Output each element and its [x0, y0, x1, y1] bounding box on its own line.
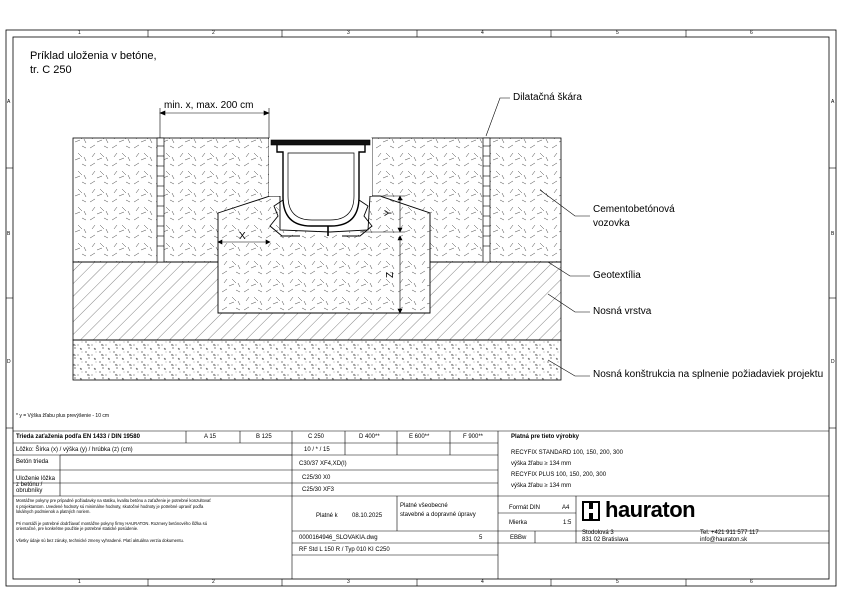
row-concrete-value: C30/37 XF4,XD(I): [299, 461, 347, 467]
row-bed-label: Lôžko: Šírka (x) / výška (y) / hrúbka (z…: [16, 447, 133, 453]
format-value: A4: [562, 505, 570, 511]
product-heading: Platná pre tieto výrobky: [511, 434, 580, 440]
callout-pavement-2: vozovka: [593, 218, 630, 229]
note-line-2: stavebné a dopravné úpravy: [400, 512, 476, 518]
inner-frame: [12, 36, 830, 580]
callout-pavement-1: Cementobetónová: [593, 204, 675, 215]
valid-from-label: Platné k: [316, 513, 338, 519]
drawing-title-line-1: Príklad uloženia v betóne,: [30, 50, 157, 62]
row-bed-value: 10 / * / 15: [304, 447, 330, 453]
class-d400: D 400**: [359, 434, 380, 440]
row-kerb-value: C25/30 X0: [302, 475, 331, 481]
brand-wordmark: hauraton: [605, 497, 696, 522]
phone: Tel. +421 911 577 117: [700, 530, 759, 536]
column-label-2-bottom: 2: [212, 579, 215, 585]
address-line-2: 831 02 Bratislava: [582, 537, 629, 543]
column-label-3-bottom: 3: [347, 579, 350, 585]
column-label-1: 1: [78, 30, 81, 36]
outer-frame: [5, 29, 837, 587]
disclaimer-line: lokálnych podmienok a platných noriem.: [16, 509, 91, 515]
column-label-6-bottom: 6: [750, 579, 753, 585]
row-label-b-right: B: [831, 231, 835, 237]
column-label-3: 3: [347, 30, 350, 36]
disclaimer-line: Pri montáži je potrebné dodržiavať montá…: [16, 520, 208, 526]
column-label-5-bottom: 5: [616, 579, 619, 585]
disclaimer: Montážne pokyny pre prípadné požiadavky …: [16, 498, 288, 544]
product-line-3: RECYFIX PLUS 100, 150, 200, 300: [511, 472, 607, 478]
foundation-layer: [72, 339, 562, 381]
scale-label: Mierka: [509, 520, 528, 526]
dimension-x: [217, 239, 271, 245]
footnote: * y = Výška žľabu plus prevýšenie - 10 c…: [16, 413, 110, 419]
dimension-width-label: min. x, max. 200 cm: [164, 100, 254, 111]
callout-base: Nosná vrstva: [593, 306, 652, 317]
address-line-1: Stodolová 3: [582, 530, 614, 536]
column-label-4-bottom: 4: [481, 579, 484, 585]
callout-leaders: [485, 97, 590, 377]
column-ticks: [6, 30, 836, 586]
disclaimer-line: Montážne pokyny pre prípadné požiadavky …: [16, 498, 211, 503]
column-label-5: 5: [616, 30, 619, 36]
valid-from-date: 08.10.2025: [352, 513, 383, 519]
drain-channel: [269, 139, 373, 237]
format-label: Formát DIN: [509, 505, 541, 511]
column-label-2: 2: [212, 30, 215, 36]
column-label-6: 6: [750, 30, 753, 36]
callout-joint: Dilatačná škára: [513, 92, 582, 103]
class-e600: E 600**: [409, 434, 430, 440]
disclaimer-line: Všetky údaje sú bez záruky, technické zm…: [16, 537, 184, 543]
scale-value: 1:5: [563, 520, 572, 526]
x-label: X: [239, 231, 246, 242]
class-c250: C 250: [308, 434, 325, 440]
class-f900: F 900**: [463, 434, 484, 440]
row-xf3-value: C25/30 XF3: [302, 487, 335, 493]
drawing-number: 0000164946_SLOVAKIA.dwg: [299, 535, 378, 541]
callout-foundation: Nosná konštrukcia na splnenie požiadavie…: [593, 369, 824, 380]
class-b125: B 125: [256, 434, 272, 440]
product-line-4: výška žľabu ≥ 134 mm: [511, 483, 572, 489]
grating: [270, 139, 371, 146]
drawing-title-line-2: tr. C 250: [30, 64, 72, 76]
dimension-yz: [360, 195, 405, 314]
column-label-1-bottom: 1: [78, 579, 81, 585]
product-line-2: výška žľabu ≥ 134 mm: [511, 461, 572, 467]
row-label-a: A: [7, 99, 11, 105]
disclaimer-line: s projektantom. Uvedené hodnoty sú minim…: [16, 503, 204, 509]
email: info@hauraton.sk: [700, 537, 748, 543]
hauraton-logo-icon: [582, 501, 600, 521]
reference: RF Std L 150 R / Typ 010 KI C250: [299, 547, 390, 553]
drawn-by: EBBw: [510, 535, 527, 541]
table-header-label: Trieda zaťaženia podľa EN 1433 / DIN 195…: [16, 434, 140, 440]
row-label-d: D: [7, 359, 11, 365]
callout-geotextile: Geotextília: [593, 270, 641, 281]
row-kerb-label: Uloženie lôžka z betónu / obrubníky: [16, 476, 56, 494]
product-line-1: RECYFIX STANDARD 100, 150, 200, 300: [511, 450, 623, 456]
dimension-width: [159, 108, 270, 138]
row-concrete-label: Betón trieda: [16, 459, 49, 465]
revision: 5: [479, 535, 483, 541]
row-label-a-right: A: [831, 99, 835, 105]
class-a15: A 15: [204, 434, 217, 440]
disclaimer-line: orientačné, pre konkrétne použitie je po…: [16, 526, 139, 532]
dilatation-joints: [156, 137, 491, 263]
note-line-1: Platné všeobecné: [400, 503, 448, 509]
column-label-4: 4: [481, 30, 484, 36]
row-label-d-right: D: [831, 359, 835, 365]
row-label-b: B: [7, 231, 11, 237]
